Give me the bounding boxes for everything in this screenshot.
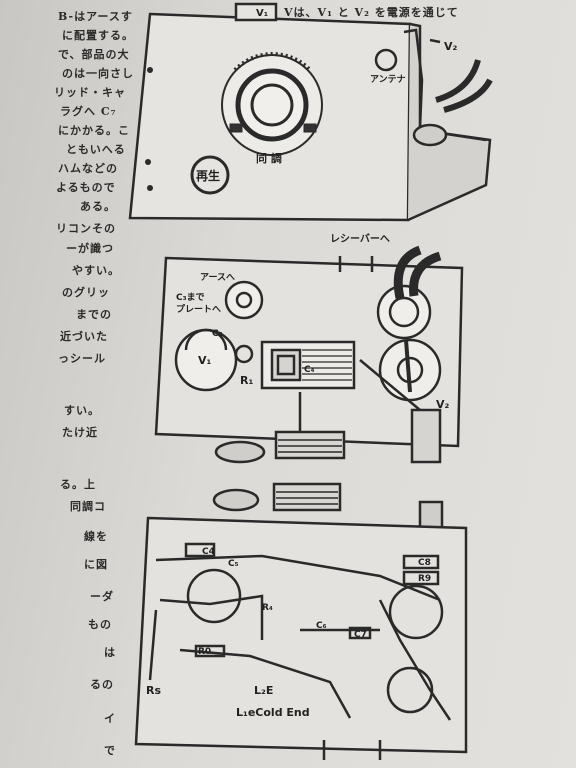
text-line: ある。 <box>80 200 116 213</box>
tuning-dial <box>221 52 323 156</box>
earth-label: アースへ <box>200 272 235 283</box>
text-line: るの <box>90 678 114 691</box>
r9-label: R9 <box>418 574 431 584</box>
c2-label: C₂ <box>212 329 223 339</box>
c6-label: C₆ <box>316 621 327 631</box>
v2-label: V₂ <box>444 40 458 53</box>
r1-label: R₁ <box>240 374 253 387</box>
text-line: よるもので <box>56 181 116 194</box>
c4-middle-label: C₄ <box>304 365 315 375</box>
text-line: もの <box>88 618 112 631</box>
r0-label: R0 <box>198 647 211 657</box>
v2-middle-label: V₂ <box>436 398 450 411</box>
text-line: 線を <box>84 530 108 543</box>
text-line: ラグへ C₇ <box>60 105 117 118</box>
text-line: 同調コ <box>70 500 106 513</box>
text-line: ハムなどの <box>58 162 118 175</box>
c3-label: C₃まで <box>176 292 205 303</box>
c5-label: C₅ <box>228 559 239 569</box>
top-text-line: る。Vは、V₁ と V₂ を電源を通じて <box>260 6 459 19</box>
left-text-column: B-はアースす に配置する。 で、部品の大 のは一向さし リッド・キャ ラグへ … <box>0 0 133 768</box>
c7-label: C7 <box>354 630 367 640</box>
text-line: のグリッ <box>62 286 110 299</box>
text-line: リッド・キャ <box>54 86 126 99</box>
l1cold-label: L₁eCold End <box>236 706 310 719</box>
text-line: ーが識つ <box>66 242 114 255</box>
text-line: る。上 <box>60 478 96 491</box>
plate-label: プレートへ <box>176 303 221 315</box>
text-line: たけ近 <box>62 426 98 439</box>
antenna-terminal <box>374 48 398 72</box>
text-line: すい。 <box>64 404 100 417</box>
r4-label: R₄ <box>262 603 273 613</box>
c8-label: C8 <box>418 558 431 568</box>
text-line: で <box>104 744 116 757</box>
text-line: は <box>104 646 116 659</box>
l2e-label: L₂E <box>254 684 273 697</box>
text-line: っシール <box>58 352 106 365</box>
regen-knob <box>190 155 230 195</box>
text-line: やすい。 <box>72 264 120 277</box>
regen-label: 再生 <box>196 168 220 183</box>
text-line: に図 <box>84 558 108 571</box>
text-line: B-はアースす <box>58 10 133 23</box>
text-line: リコンその <box>56 222 116 235</box>
text-line: で、部品の大 <box>58 48 130 61</box>
rs-label: Rs <box>146 684 161 697</box>
text-line: までの <box>76 308 112 321</box>
v1-middle-label: V₁ <box>198 354 212 367</box>
text-line: ーダ <box>90 590 114 603</box>
v1-label: V₁ <box>256 8 268 19</box>
text-line: にかかる。こ <box>58 124 130 137</box>
receiver-label: レシーバーへ <box>330 233 390 245</box>
text-line: ともいへる <box>66 143 126 156</box>
text-line: に配置する。 <box>62 29 134 42</box>
text-line: イ <box>104 712 116 725</box>
antenna-label: アンテナ <box>370 74 406 85</box>
text-line: のは一向さし <box>62 67 134 80</box>
text-line: 近づいた <box>60 330 108 343</box>
c4-bottom-label: C4 <box>202 547 215 557</box>
tuning-label: 同 調 <box>256 151 282 165</box>
